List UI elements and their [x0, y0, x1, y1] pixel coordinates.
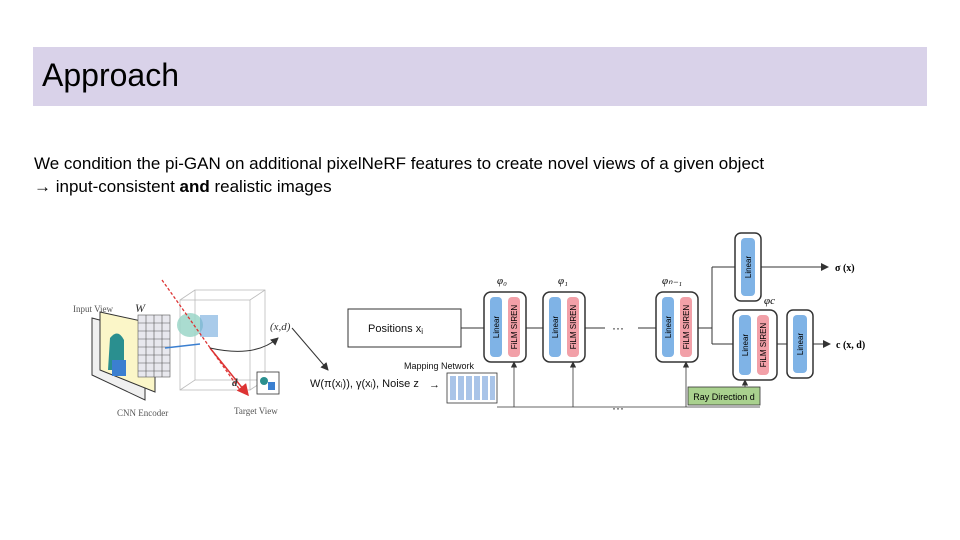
- pixelnerf-figure: Input View W CNN Encoder d (x,d): [73, 279, 329, 418]
- phic-linear: Linear: [741, 334, 750, 357]
- phic-label: φc: [764, 295, 775, 307]
- film-block-phin1: φₙ₋₁ Linear FiLM SIREN: [655, 275, 699, 407]
- phin1-linear: Linear: [664, 316, 673, 339]
- phic-film: FiLM SIREN: [759, 323, 768, 368]
- slide-title: Approach: [42, 57, 179, 93]
- body-text: We condition the pi-GAN on additional pi…: [34, 152, 764, 198]
- mapping-arrow-icon: →: [429, 379, 440, 391]
- right-arrow-icon: →: [34, 177, 51, 196]
- mapping-input-text: W(π(xᵢ)), γ(xᵢ), Noise z: [310, 378, 419, 390]
- positions-label: Positions xi: [368, 323, 423, 336]
- body-line-2-pre: input-consistent: [51, 177, 180, 196]
- target-view-label: Target View: [234, 406, 278, 416]
- phi0-label: φ₀: [497, 275, 507, 287]
- ellipsis-bottom: ···: [612, 401, 624, 415]
- ellipsis-top: ···: [612, 321, 624, 335]
- film-block-phi1: φ₁ Linear FiLM SIREN: [542, 275, 586, 407]
- feature-grid: [137, 314, 171, 378]
- ray-direction-label: Ray Direction d: [693, 392, 755, 402]
- phi0-linear: Linear: [492, 316, 501, 339]
- sigma-linear-block: Linear: [734, 232, 762, 302]
- object-sphere: [177, 313, 203, 337]
- ray-line: [161, 279, 241, 391]
- film-block-phic: Linear FiLM SIREN: [732, 309, 778, 381]
- phi1-film: FiLM SIREN: [569, 305, 578, 350]
- phi1-label: φ₁: [558, 275, 568, 287]
- body-line-1: We condition the pi-GAN on additional pi…: [34, 154, 765, 173]
- ray-direction-box: Ray Direction d: [687, 386, 761, 406]
- color-linear: Linear: [796, 333, 805, 356]
- phin1-label: φₙ₋₁: [662, 275, 682, 287]
- to-mapping-arrow: [291, 327, 329, 371]
- sigma-output: σ (x): [835, 263, 855, 274]
- volume-cube: [179, 289, 266, 391]
- body-line-2-bold: and: [179, 177, 210, 196]
- d-label: d: [232, 377, 238, 389]
- sigma-linear: Linear: [744, 256, 753, 279]
- phi1-linear: Linear: [551, 316, 560, 339]
- body-line-2-post: realistic images: [209, 177, 332, 196]
- mapping-network-label: Mapping Network: [404, 361, 475, 371]
- phin1-film: FiLM SIREN: [682, 305, 691, 350]
- xd-label: (x,d): [270, 321, 291, 333]
- pigan-figure: Positions xi Mapping Network W(π(xᵢ)), γ…: [310, 232, 865, 415]
- cnn-encoder-label: CNN Encoder: [117, 408, 168, 418]
- target-object-circle: [260, 377, 268, 385]
- ray-arrow: [209, 347, 249, 397]
- color-linear-block: Linear: [786, 309, 814, 379]
- architecture-diagram: Input View W CNN Encoder d (x,d): [73, 232, 865, 418]
- projection-line: [164, 343, 201, 349]
- input-object-cube: [112, 360, 126, 376]
- body-line-2: → input-consistent and realistic images: [34, 175, 764, 198]
- input-view-label: Input View: [73, 304, 114, 314]
- target-object-cube: [268, 382, 275, 390]
- film-block-phi0: φ₀ Linear FiLM SIREN: [483, 275, 527, 407]
- color-output: c (x, d): [836, 340, 865, 351]
- query-arrow: [209, 337, 279, 352]
- positions-box: [347, 308, 462, 348]
- object-block: [200, 315, 218, 337]
- w-label: W: [135, 301, 146, 315]
- phi0-film: FiLM SIREN: [510, 305, 519, 350]
- mapping-network-block: [446, 372, 498, 404]
- title-bar: Approach: [33, 47, 927, 106]
